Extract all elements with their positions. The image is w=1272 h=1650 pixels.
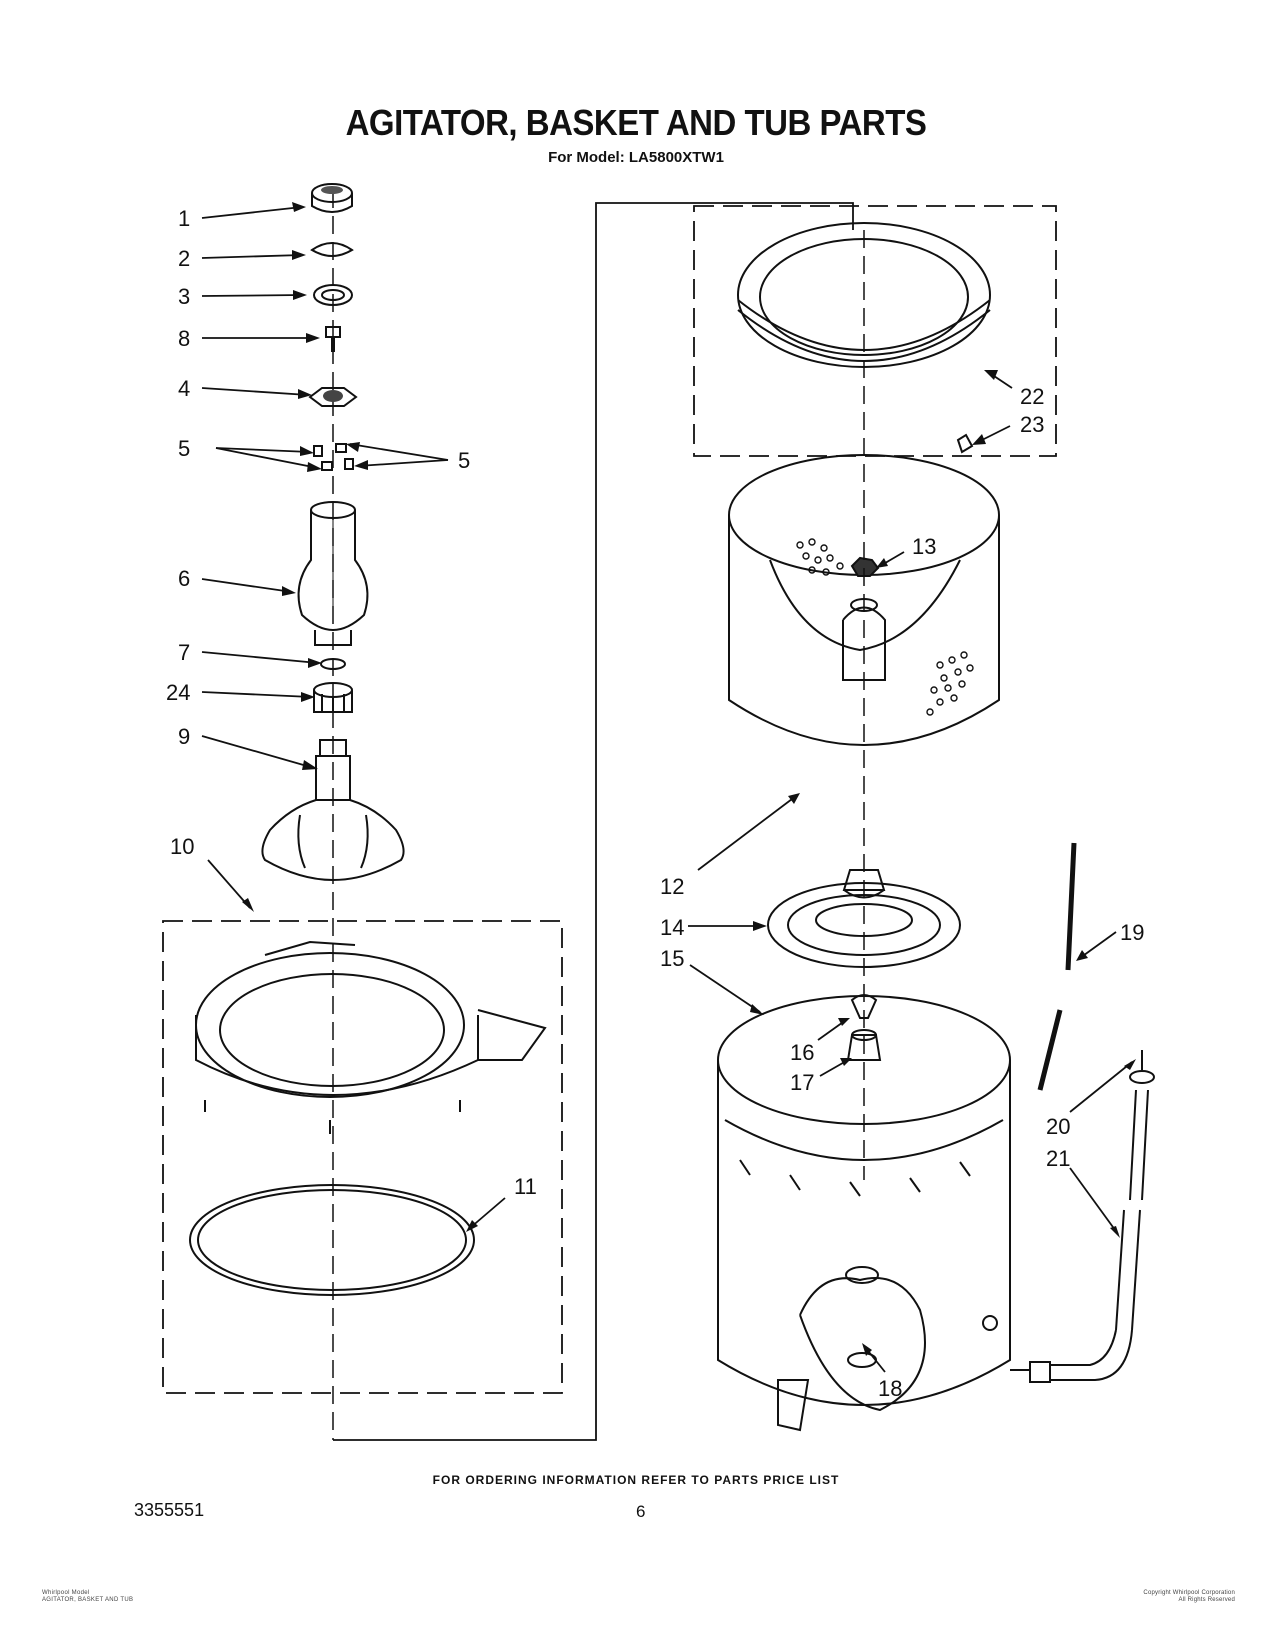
- part-outer-tub: [717, 995, 1011, 1432]
- callout-21: 21: [1046, 1146, 1070, 1171]
- leader-arrowheads: [242, 202, 1136, 1356]
- part-agitator-base: [261, 739, 405, 882]
- callout-1: 1: [178, 206, 190, 231]
- callout-17: 17: [790, 1070, 814, 1095]
- part-washer: [320, 658, 346, 670]
- part-tub-seal: [189, 1184, 475, 1296]
- part-coupling: [313, 682, 353, 713]
- part-drain-hose: [1010, 1050, 1155, 1383]
- part-ring-clip: [956, 433, 974, 454]
- part-agitator-cap: [311, 183, 353, 213]
- callout-23: 23: [1020, 412, 1044, 437]
- fine-print-right-line: All Rights Reserved: [1178, 1597, 1235, 1603]
- callout-9: 9: [178, 724, 190, 749]
- assembly-connector-line: [333, 202, 854, 1441]
- part-bolt: [325, 326, 341, 352]
- callout-labels: 1 2 3 8 4 5 5 6 7 24 9 10 11 22 23 13 12…: [166, 206, 1144, 1401]
- fine-print-left: Whirlpool Model AGITATOR, BASKET AND TUB: [42, 1590, 133, 1604]
- callout-18: 18: [878, 1376, 902, 1401]
- model-subtitle: For Model: LA5800XTW1: [548, 149, 724, 166]
- callout-13: 13: [912, 534, 936, 559]
- part-drive-hub: [767, 869, 961, 968]
- callout-5-right: 5: [458, 448, 470, 473]
- fine-print-right-line: Copyright Whirlpool Corporation: [1143, 1590, 1235, 1596]
- callout-14: 14: [660, 915, 684, 940]
- part-tub-ring: [195, 940, 547, 1134]
- tub-ring-assembly-box: [162, 920, 563, 1394]
- callout-16: 16: [790, 1040, 814, 1065]
- page-title: AGITATOR, BASKET AND TUB PARTS: [345, 102, 927, 143]
- callout-15: 15: [660, 946, 684, 971]
- fine-print-left-line: AGITATOR, BASKET AND TUB: [42, 1597, 134, 1603]
- callout-8: 8: [178, 326, 190, 351]
- basket-assembly-box: [693, 205, 1057, 457]
- part-cam: [308, 387, 358, 407]
- callout-12: 12: [660, 874, 684, 899]
- document-number: 3355551: [134, 1500, 205, 1520]
- callout-2: 2: [178, 246, 190, 271]
- callout-6: 6: [178, 566, 190, 591]
- part-hose: [1037, 842, 1077, 1091]
- part-basket-nut: [850, 556, 880, 577]
- callout-7: 7: [178, 640, 190, 665]
- part-spring-clip: [310, 242, 354, 257]
- leader-lines: [201, 206, 1133, 1373]
- callout-19: 19: [1120, 920, 1144, 945]
- callout-20: 20: [1046, 1114, 1070, 1139]
- callout-4: 4: [178, 376, 190, 401]
- part-seal-ring: [313, 284, 353, 306]
- page-number: 6: [636, 1502, 646, 1521]
- part-agitator-barrel: [297, 501, 369, 646]
- callout-11: 11: [514, 1174, 537, 1199]
- callout-3: 3: [178, 284, 190, 309]
- callout-22: 22: [1020, 384, 1044, 409]
- callout-5-left: 5: [178, 436, 190, 461]
- part-dogs: [313, 443, 354, 471]
- fine-print-left-line: Whirlpool Model: [42, 1590, 90, 1596]
- callout-10: 10: [170, 834, 194, 859]
- callout-24: 24: [166, 680, 190, 705]
- fine-print-right: Copyright Whirlpool Corporation All Righ…: [1010, 1590, 1235, 1604]
- ordering-note: FOR ORDERING INFORMATION REFER TO PARTS …: [432, 1473, 840, 1487]
- basket-holes: [796, 538, 974, 716]
